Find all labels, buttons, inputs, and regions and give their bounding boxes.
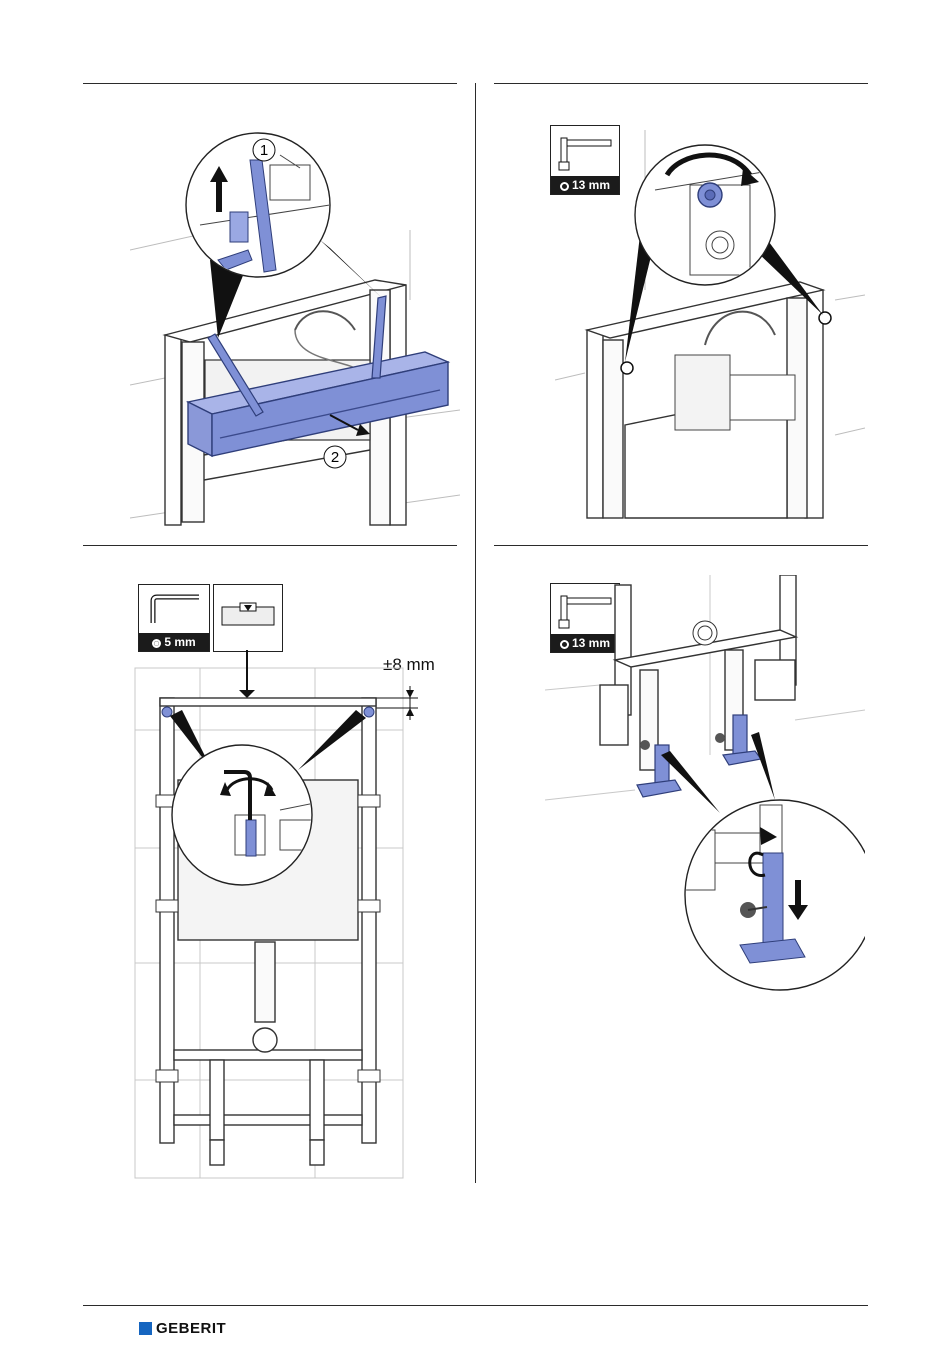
- mid-left-rule: [83, 545, 457, 546]
- step3-tool-box: 5 mm: [138, 584, 210, 652]
- footer-rule: [83, 1305, 868, 1306]
- top-left-rule: [83, 83, 457, 84]
- step3-tool-label: 5 mm: [139, 633, 209, 651]
- step1-illustration: 2 1: [130, 120, 460, 530]
- hex-key-icon: [139, 585, 209, 633]
- geberit-logo: GEBERIT: [139, 1320, 226, 1336]
- step2-illustration: [555, 130, 865, 520]
- callout-1-label: 1: [260, 142, 268, 159]
- step3-illustration: [130, 650, 420, 1185]
- brand-name: GEBERIT: [156, 1320, 226, 1337]
- top-right-rule: [494, 83, 868, 84]
- center-divider: [475, 83, 476, 1183]
- step3-level-box: [213, 584, 283, 652]
- spirit-level-icon: [214, 585, 282, 651]
- brand-square-icon: [139, 1322, 152, 1335]
- mid-right-rule: [494, 545, 868, 546]
- callout-2-label: 2: [331, 449, 339, 466]
- step4-illustration: [545, 575, 865, 995]
